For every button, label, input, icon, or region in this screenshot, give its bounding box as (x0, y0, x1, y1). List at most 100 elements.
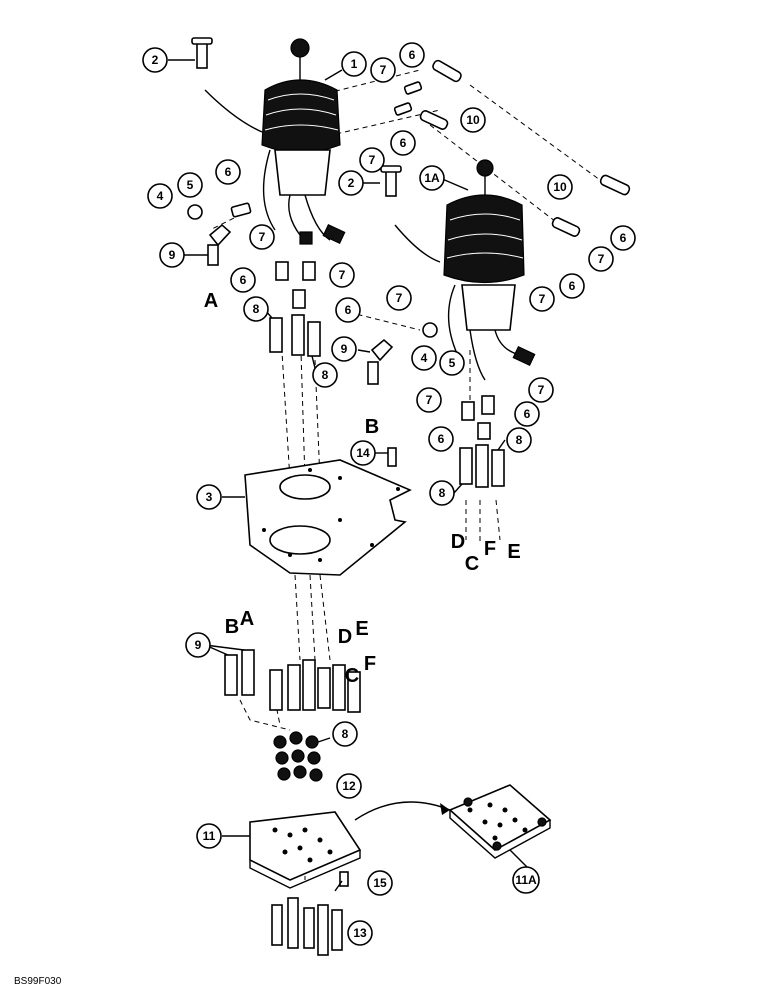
svg-text:7: 7 (259, 230, 266, 244)
callout-2-upper: 2 (142, 47, 168, 73)
plug-4-left (187, 204, 203, 220)
svg-text:2: 2 (348, 176, 355, 190)
svg-text:7: 7 (426, 393, 433, 407)
callout-8: 8 (243, 296, 269, 322)
svg-text:4: 4 (157, 189, 164, 203)
svg-text:10: 10 (553, 180, 567, 194)
callout-7: 7 (359, 147, 385, 173)
callout-5: 5 (439, 350, 465, 376)
svg-text:8: 8 (516, 433, 523, 447)
svg-text:9: 9 (169, 248, 176, 262)
svg-text:6: 6 (400, 136, 407, 150)
callout-9: 9 (331, 336, 357, 362)
callout-1: 1 (341, 51, 367, 77)
fittings-13 (271, 897, 343, 956)
callout-11a: 11A (512, 866, 540, 894)
letter-f-lower: F (364, 653, 376, 675)
callout-3: 3 (196, 484, 222, 510)
svg-text:7: 7 (380, 63, 387, 77)
hose-10-upper (432, 59, 462, 83)
screw-14 (387, 447, 397, 467)
callout-9: 9 (185, 632, 211, 658)
callout-12: 12 (336, 773, 362, 799)
figure-code: BS99F030 (14, 976, 62, 987)
letter-c-lower: C (345, 665, 359, 687)
svg-text:6: 6 (345, 303, 352, 317)
fitting-9-b (224, 654, 238, 696)
svg-text:3: 3 (206, 490, 213, 504)
fitting-9-a (241, 649, 255, 696)
svg-text:14: 14 (356, 446, 370, 460)
fitting-8-a (269, 317, 283, 353)
fitting-6-a (275, 261, 289, 281)
lower-fittings (224, 649, 361, 713)
svg-text:7: 7 (598, 252, 605, 266)
callout-6: 6 (230, 267, 256, 293)
svg-text:11: 11 (203, 829, 216, 843)
svg-text:6: 6 (620, 231, 627, 245)
svg-text:6: 6 (240, 273, 247, 287)
svg-text:11A: 11A (515, 873, 537, 887)
plate-11a (448, 784, 552, 859)
callout-7: 7 (528, 377, 554, 403)
callout-6: 6 (335, 297, 361, 323)
callout-7: 7 (370, 57, 396, 83)
callout-8: 8 (429, 480, 455, 506)
callout-9: 9 (159, 242, 185, 268)
callout-10: 10 (547, 174, 573, 200)
svg-text:7: 7 (369, 153, 376, 167)
svg-text:6: 6 (409, 48, 416, 62)
fittings-group (187, 37, 631, 488)
fitting-6-b (461, 401, 475, 421)
letter-c-right: C (465, 553, 479, 575)
fitting-8-b (459, 447, 473, 485)
letter-d-right: D (451, 531, 465, 553)
svg-text:10: 10 (466, 113, 480, 127)
callout-8: 8 (312, 362, 338, 388)
svg-text:6: 6 (524, 407, 531, 421)
svg-text:7: 7 (396, 291, 403, 305)
callout-7: 7 (588, 246, 614, 272)
svg-text:6: 6 (225, 165, 232, 179)
callout-6: 6 (610, 225, 636, 251)
elbow-9-right (370, 338, 394, 362)
callout-7: 7 (249, 224, 275, 250)
svg-text:8: 8 (253, 302, 260, 316)
screw-15 (339, 871, 349, 887)
callout-8: 8 (506, 427, 532, 453)
callout-1a: 1A (419, 165, 445, 191)
letter-e-lower: E (355, 618, 368, 640)
callout-4: 4 (411, 345, 437, 371)
mounting-plate-3 (244, 459, 412, 576)
callout-6: 6 (390, 130, 416, 156)
callout-5: 5 (177, 172, 203, 198)
plate-11 (249, 801, 451, 889)
letter-b-lower: B (225, 616, 239, 638)
letter-a-lower: A (240, 608, 254, 630)
svg-text:8: 8 (342, 727, 349, 741)
screw-2-upper (196, 41, 208, 69)
svg-text:1A: 1A (424, 171, 440, 185)
nuts-12 (273, 731, 323, 782)
letter-e-right: E (507, 541, 520, 563)
svg-text:2: 2 (152, 53, 159, 67)
svg-text:6: 6 (569, 279, 576, 293)
svg-text:8: 8 (322, 368, 329, 382)
callout-7: 7 (416, 387, 442, 413)
plug-4-right (422, 322, 438, 338)
screw-2-middle (385, 169, 397, 197)
svg-text:9: 9 (195, 638, 202, 652)
callout-2-middle: 2 (338, 170, 364, 196)
elbow-9-left (208, 223, 232, 247)
callout-8: 8 (332, 721, 358, 747)
callout-7: 7 (329, 262, 355, 288)
callout-4: 4 (147, 183, 173, 209)
letter-f-right: F (484, 538, 496, 560)
svg-text:4: 4 (421, 351, 428, 365)
svg-text:1: 1 (351, 57, 358, 71)
svg-text:7: 7 (538, 383, 545, 397)
callout-7: 7 (529, 286, 555, 312)
callout-6: 6 (215, 159, 241, 185)
callout-15: 15 (367, 870, 393, 896)
